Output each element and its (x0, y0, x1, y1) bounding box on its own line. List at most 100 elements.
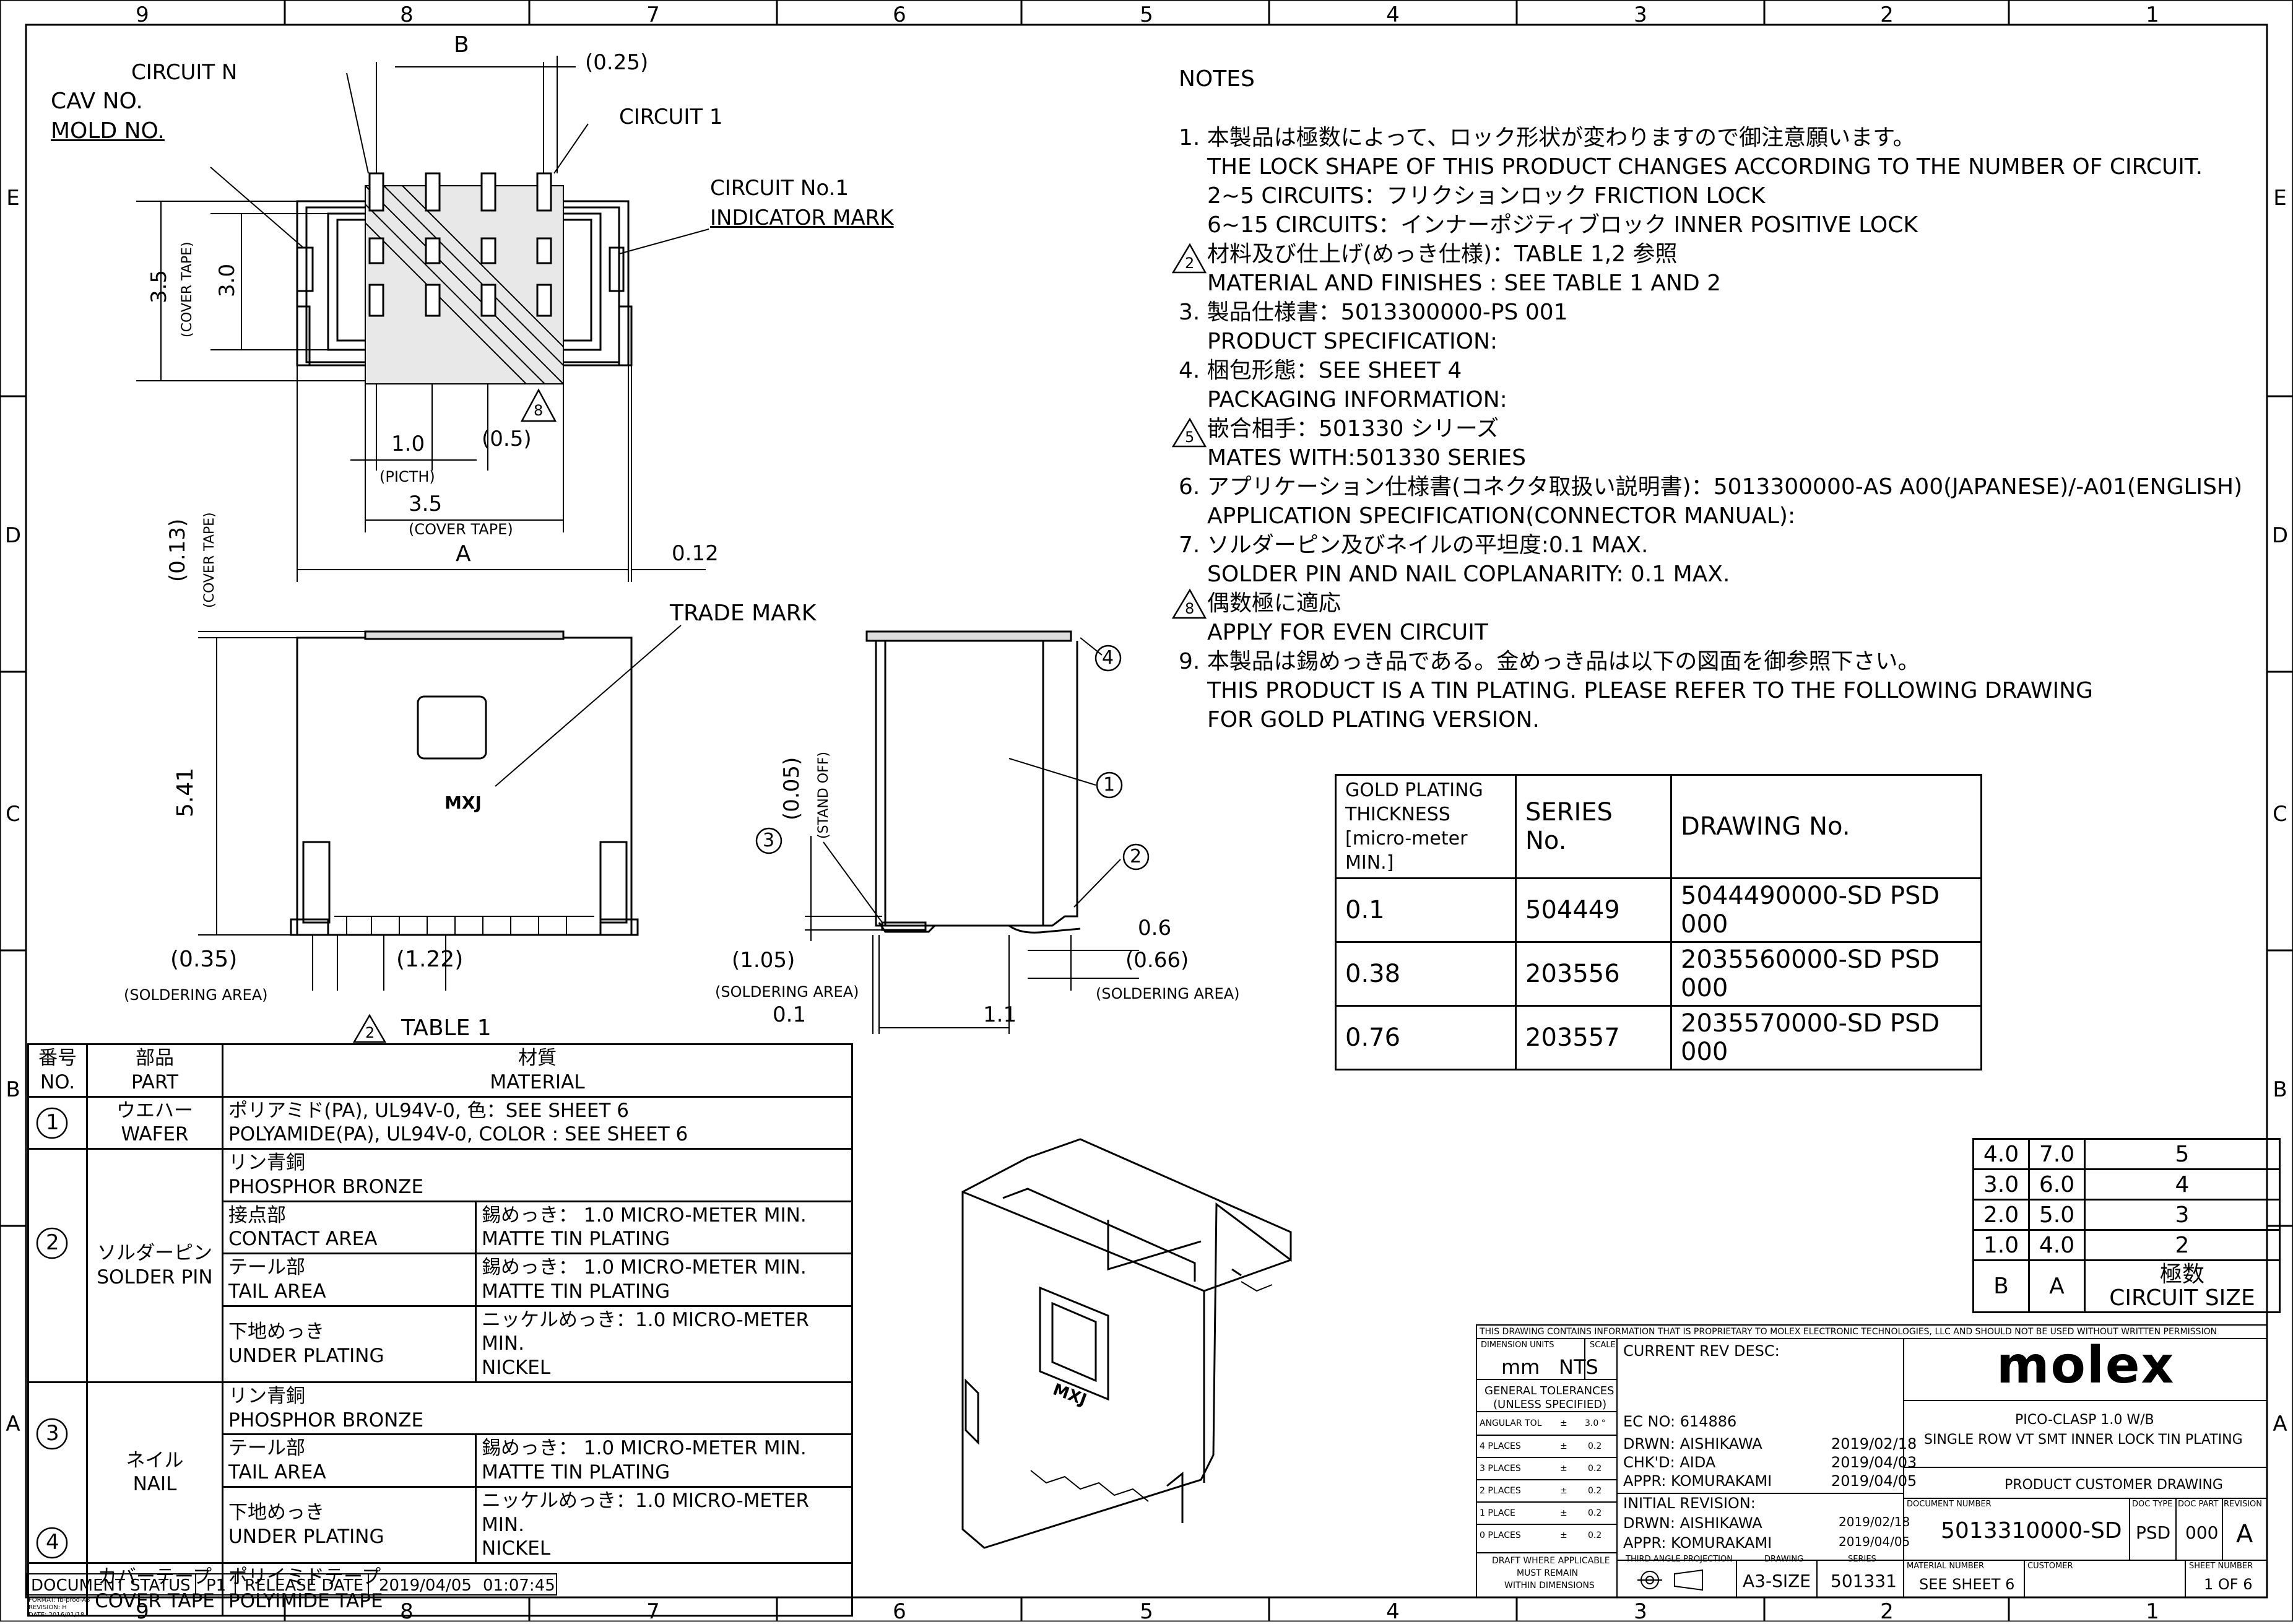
note-line: 偶数極に適応 (1207, 591, 1342, 616)
circuit-no1-label: CIRCUIT No.1 (710, 176, 849, 201)
table-row: 2.0 5.0 3 (1972, 1199, 2281, 1231)
note-line: 3. 製品仕様書：5013300000-PS 001 (1179, 300, 1568, 325)
gold-plating-table: GOLD PLATING THICKNESS [micro-meter MIN.… (1335, 774, 1982, 1070)
approved-date: 2019/04/05 (1831, 1472, 1917, 1490)
zone-label: 9 (136, 2, 149, 27)
series-value: 501331 (1831, 1571, 1897, 1591)
zone-label: 5 (1140, 2, 1153, 27)
part-number-cell: 2 (27, 1148, 88, 1383)
note-line: THIS PRODUCT IS A TIN PLATING. PLEASE RE… (1207, 678, 2093, 703)
checked-by: CHK'D: AIDA (1623, 1454, 1716, 1471)
tol-label: 4 PLACES (1480, 1441, 1521, 1451)
finish-cell: ニッケルめっき：1.0 MICRO-METER MIN.NICKEL (475, 1305, 853, 1383)
dim-012: 0.12 (672, 541, 719, 566)
table-cell: 0.76 (1335, 1005, 1517, 1070)
approved-by: APPR: KOMURAKAMI (1623, 1472, 1772, 1490)
callout-3: 3 (763, 830, 775, 851)
doc-status-label: DOCUMENT STATUS (31, 1576, 191, 1595)
doc-part: 000 (2185, 1522, 2219, 1543)
part-number-cell: 3 (27, 1381, 88, 1565)
tol-sign: ± (1560, 1418, 1567, 1428)
material-number-label: MATERIAL NUMBER (1907, 1561, 1985, 1571)
tol-value: 0.2 (1588, 1464, 1602, 1474)
note-rev-triangle: 5 (1185, 428, 1195, 446)
zone-label: B (2273, 1077, 2287, 1102)
note-rev-triangle: 2 (1185, 254, 1195, 272)
note-line: 6. アプリケーション仕様書(コネクタ取扱い説明書)：5013300000-AS… (1179, 474, 2243, 500)
zone-label: D (2271, 523, 2289, 548)
zone-label: 4 (1386, 1599, 1400, 1624)
unless-specified: (UNLESS SPECIFIED) (1493, 1398, 1607, 1411)
note-line: THE LOCK SHAPE OF THIS PRODUCT CHANGES A… (1207, 154, 2203, 180)
table-cell: 203557 (1515, 1005, 1672, 1070)
stand-off-vert: (STAND OFF) (816, 752, 831, 839)
part-number-2: 2 (46, 1230, 59, 1255)
zone-label: 8 (400, 2, 414, 27)
zone-label: 1 (2146, 1599, 2159, 1624)
header-text: [micro-meter MIN.] (1345, 828, 1468, 874)
table-cell: 0.38 (1335, 941, 1517, 1007)
dim-541-vert: 5.41 (173, 767, 198, 817)
tol-label: ANGULAR TOL (1480, 1418, 1542, 1428)
table-header: GOLD PLATING THICKNESS [micro-meter MIN.… (1335, 774, 1517, 879)
part-number-cell: 4 (27, 1562, 88, 1617)
tol-value: 3.0 ° (1585, 1418, 1606, 1428)
part-number-1: 1 (46, 1110, 59, 1135)
doc-status-value: P1 (206, 1576, 227, 1595)
dim-35-horiz: 3.5 (409, 492, 443, 516)
table-cell: 3 (2084, 1199, 2281, 1231)
cover-tape-vert: (COVER TAPE) (180, 241, 195, 337)
callout-4: 4 (1102, 647, 1114, 669)
tol-value: 0.2 (1588, 1441, 1602, 1451)
general-tolerances: GENERAL TOLERANCES (1485, 1384, 1615, 1397)
initial-drawn-by: DRWN: AISHIKAWA (1623, 1514, 1762, 1532)
series-label: SERIES (1848, 1555, 1876, 1564)
material-number: SEE SHEET 6 (1919, 1576, 2015, 1593)
zone-label: 6 (893, 1599, 906, 1624)
third-angle-label: THIRD ANGLE PROJECTION (1626, 1555, 1733, 1564)
tol-value: 0.2 (1588, 1531, 1602, 1540)
note-line: 1. 本製品は極数によって、ロック形状が変わりますので御注意願います。 (1179, 125, 1915, 150)
table-header: SERIES No. (1515, 774, 1672, 879)
zone-label: C (6, 802, 20, 827)
revision-label: REVISION (2224, 1500, 2263, 1509)
table-row: GOLD PLATING THICKNESS [micro-meter MIN.… (1335, 774, 1982, 879)
tol-label: 3 PLACES (1480, 1464, 1521, 1474)
revision-value: A (2236, 1520, 2253, 1548)
part-number-3: 3 (46, 1421, 59, 1446)
note-line: MATES WITH:501330 SERIES (1207, 445, 1527, 471)
zone-label: B (6, 1077, 20, 1102)
table-cell: 6.0 (2028, 1168, 2086, 1201)
table-row: 3.0 6.0 4 (1972, 1168, 2281, 1201)
cover-tape-horiz: (COVER TAPE) (409, 521, 513, 538)
zone-label: 6 (893, 2, 906, 27)
table-cell: 4.0 (1972, 1138, 2030, 1170)
doc-number-label: DOCUMENT NUMBER (1907, 1500, 1992, 1509)
dim-122: (1.22) (396, 947, 464, 972)
table-row: 0.38 203556 2035560000-SD PSD 000 (1335, 941, 1982, 1007)
tol-label: 0 PLACES (1480, 1531, 1521, 1540)
zone-label: 3 (1634, 1599, 1647, 1624)
sheet-number: 1 OF 6 (2204, 1576, 2253, 1593)
dim-05: (0.5) (482, 427, 532, 451)
drawing-size: A3-SIZE (1743, 1571, 1811, 1591)
soldering-area-1: (SOLDERING AREA) (124, 986, 268, 1004)
dim-11: 1.1 (983, 1002, 1017, 1027)
tol-sign: ± (1560, 1464, 1567, 1474)
doc-type-label: DOC TYPE (2132, 1500, 2173, 1509)
finish-cell: 錫めっき： 1.0 MICRO-METER MIN.MATTE TIN PLAT… (475, 1200, 853, 1254)
dimension-units: mm (1501, 1355, 1540, 1379)
note-line: 嵌合相手：501330 シリーズ (1207, 416, 1499, 441)
